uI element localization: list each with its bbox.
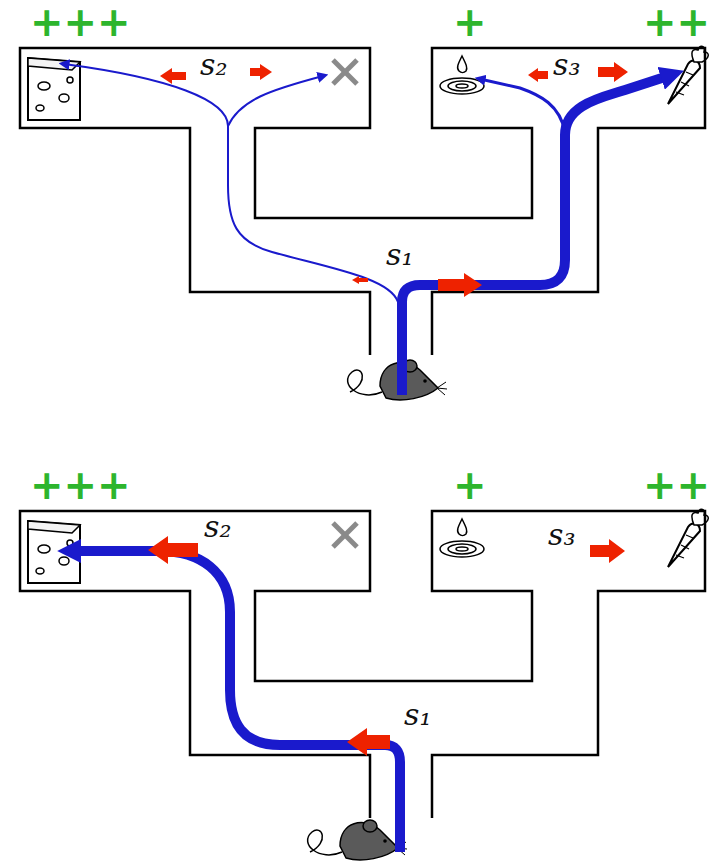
reward-label: ++ [643,465,710,505]
state-label: s₃ [548,520,575,550]
state-label: s₂ [204,512,231,542]
reward-label: +++ [30,2,131,42]
reward-label: + [453,465,487,505]
state-label: s₁ [404,700,431,730]
reward-label: + [453,2,487,42]
reward-label: +++ [30,465,131,505]
reward-label: ++ [643,2,710,42]
state-label: s₁ [386,240,413,270]
state-label: s₂ [200,50,227,80]
state-label: s₃ [553,50,580,80]
